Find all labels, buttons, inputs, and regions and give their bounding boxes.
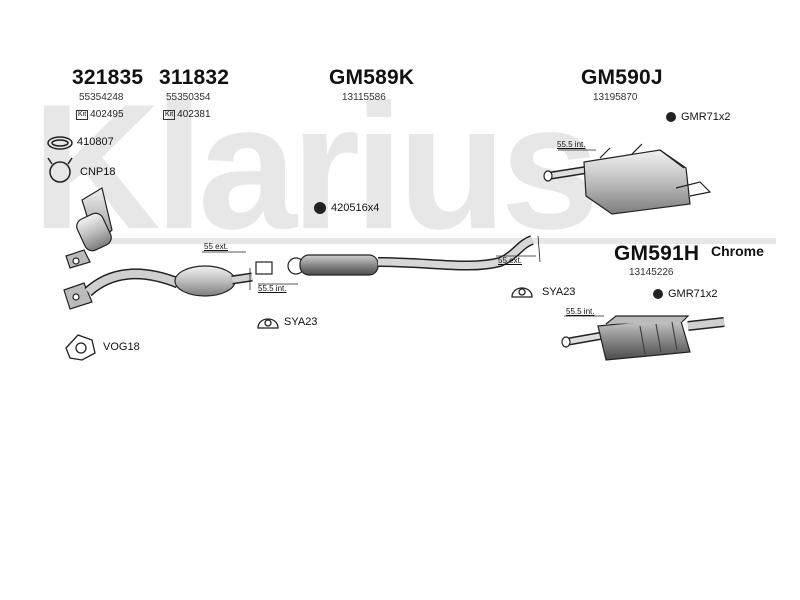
mounting-rubber-icon bbox=[666, 112, 676, 122]
dimension-label-55-5-int-top: 55.5 int. bbox=[557, 140, 586, 149]
ring-clamp-icon bbox=[47, 157, 73, 183]
centre-pipe-gm589k bbox=[255, 235, 534, 276]
kit-badge: Kit bbox=[163, 109, 176, 120]
accessory-label-gmr71x2-top[interactable]: GMR71x2 bbox=[681, 111, 731, 123]
oem-number-55354248: 55354248 bbox=[79, 92, 124, 103]
accessory-label-vog18[interactable]: VOG18 bbox=[103, 341, 140, 353]
oem-number-55350354: 55350354 bbox=[166, 92, 211, 103]
dimension-markers-left bbox=[202, 251, 298, 290]
accessory-gmr71-top: GMR71x2 bbox=[666, 111, 731, 123]
accessory-label-420516x4[interactable]: 420516x4 bbox=[331, 202, 380, 214]
kit-row-402381: Kit 402381 bbox=[163, 109, 211, 120]
accessory-gmr71-bottom: GMR71x2 bbox=[653, 288, 718, 300]
kit-badge: Kit bbox=[76, 109, 89, 120]
dimension-label-55-ext-right: 55 ext. bbox=[498, 256, 523, 265]
part-number-gm590j[interactable]: GM590J bbox=[581, 66, 663, 89]
hanger-icon-right bbox=[511, 287, 533, 298]
finish-label-chrome: Chrome bbox=[711, 243, 764, 259]
dimension-markers-right bbox=[496, 235, 541, 263]
clamp-icon bbox=[47, 136, 73, 150]
rear-silencer-gm590j bbox=[543, 143, 712, 215]
accessory-label-sya23-right[interactable]: SYA23 bbox=[542, 286, 576, 298]
part-number-gm591h[interactable]: GM591H bbox=[614, 242, 700, 265]
oem-number-13195870: 13195870 bbox=[593, 92, 638, 103]
front-pipe-311832 bbox=[63, 265, 253, 310]
dimension-label-55-5-int-bottom: 55.5 int. bbox=[566, 307, 595, 316]
accessory-label-cnp18[interactable]: CNP18 bbox=[80, 166, 116, 178]
oem-number-13115586: 13115586 bbox=[342, 92, 386, 103]
part-number-321835[interactable]: 321835 bbox=[72, 66, 144, 89]
dimension-label-55-5-int-mid: 55.5 int. bbox=[258, 284, 287, 293]
dimension-label-55-ext-left: 55 ext. bbox=[204, 242, 229, 251]
part-number-gm589k[interactable]: GM589K bbox=[329, 66, 415, 89]
bolt-kit-icon bbox=[314, 202, 326, 214]
part-number-311832[interactable]: 311832 bbox=[159, 66, 230, 89]
watermark-logo: Klarius bbox=[32, 67, 599, 266]
watermark-underline bbox=[96, 238, 776, 244]
kit-row-402495: Kit 402495 bbox=[76, 109, 124, 120]
kit-number[interactable]: 402495 bbox=[90, 109, 124, 120]
accessory-label-sya23-mid[interactable]: SYA23 bbox=[284, 316, 318, 328]
hanger-icon-mid bbox=[257, 318, 279, 329]
rear-silencer-gm591h bbox=[561, 315, 725, 361]
kit-number[interactable]: 402381 bbox=[177, 109, 211, 120]
front-catalyst-321835 bbox=[65, 187, 113, 269]
accessory-420516: 420516x4 bbox=[314, 202, 379, 214]
mounting-rubber-icon bbox=[653, 289, 663, 299]
oem-number-13145226: 13145226 bbox=[629, 267, 674, 278]
gasket-icon bbox=[65, 334, 96, 361]
accessory-label-gmr71x2-bottom[interactable]: GMR71x2 bbox=[668, 288, 718, 300]
accessory-label-410807[interactable]: 410807 bbox=[77, 136, 114, 148]
